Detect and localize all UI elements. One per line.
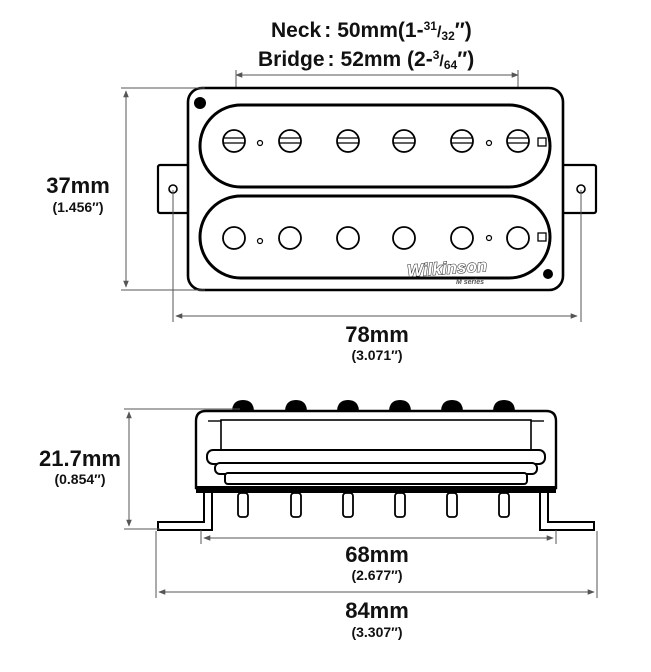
slotted-screws — [222, 129, 530, 153]
side-pole-leg-4 — [394, 492, 406, 518]
corner-dot-br — [543, 269, 553, 279]
side-cover-inner — [220, 419, 532, 451]
side-screw-head-5 — [441, 400, 463, 412]
bridge-sub: 64 — [444, 58, 458, 72]
bridge-sep: : — [328, 48, 335, 71]
neck-sep: : — [324, 19, 331, 42]
neck-value: 50mm(1- — [337, 19, 423, 42]
bridge-spacing-text: Bridge:52mm (2-3/64″) — [258, 48, 474, 72]
side-pole-leg-5 — [446, 492, 458, 518]
side-view — [157, 400, 595, 531]
neck-dot-right — [485, 139, 493, 147]
slug-pole-1 — [222, 226, 246, 250]
left-mount-foot — [157, 493, 213, 531]
bridge-dot-left — [256, 237, 264, 245]
bridge-close: ″) — [457, 48, 474, 71]
slug-pole-6 — [506, 226, 530, 250]
total-width-mm-label: 84mm — [345, 598, 409, 623]
slotted-screw-1 — [222, 129, 246, 153]
side-height-in-label: (0.854″) — [54, 471, 105, 487]
bridge-dot-right — [485, 234, 493, 242]
side-screw-heads — [232, 400, 515, 412]
side-pole-leg-3 — [342, 492, 354, 518]
neck-label: Neck — [271, 19, 322, 42]
side-magnet — [224, 472, 528, 485]
slug-pole-4 — [392, 226, 416, 250]
slug-pole-5 — [450, 226, 474, 250]
base-width-in-label: (2.677″) — [351, 567, 402, 583]
slotted-screw-4 — [392, 129, 416, 153]
side-pole-leg-2 — [290, 492, 302, 518]
total-width-in-label: (3.307″) — [351, 624, 402, 640]
bridge-slash: / — [439, 53, 444, 70]
bridge-sup: 3 — [433, 48, 440, 62]
side-screw-head-4 — [389, 400, 411, 412]
slug-pole-2 — [278, 226, 302, 250]
bridge-square-marker — [537, 232, 547, 242]
top-width-in-label: (3.071″) — [351, 347, 402, 363]
slug-poles — [222, 226, 530, 250]
slug-pole-3 — [336, 226, 360, 250]
side-bobbin-upper — [206, 449, 546, 465]
side-baseplate — [196, 486, 556, 493]
brand-series-text: M series — [456, 279, 484, 286]
neck-square-marker — [537, 137, 547, 147]
slotted-screw-2 — [278, 129, 302, 153]
bridge-bobbin — [198, 194, 552, 280]
neck-close: ″) — [455, 19, 472, 42]
brand-logo-text: Wilkinson — [406, 256, 487, 281]
side-screw-head-2 — [285, 400, 307, 412]
side-pole-leg-1 — [237, 492, 249, 518]
neck-spacing-text: Neck:50mm(1-31/32″) — [271, 19, 472, 43]
neck-bobbin — [198, 103, 552, 189]
neck-sup: 31 — [424, 19, 438, 33]
height-mm-label: 37mm — [46, 173, 110, 198]
neck-dot-left — [256, 139, 264, 147]
side-pole-legs — [237, 492, 510, 518]
side-screw-head-6 — [493, 400, 515, 412]
height-in-label: (1.456″) — [52, 199, 103, 215]
slotted-screw-6 — [506, 129, 530, 153]
bridge-value: 52mm (2- — [341, 48, 433, 71]
top-view: Wilkinson M series — [156, 86, 598, 292]
bridge-label: Bridge — [258, 48, 325, 71]
side-screw-head-3 — [337, 400, 359, 412]
base-width-mm-label: 68mm — [345, 542, 409, 567]
side-height-mm-label: 21.7mm — [39, 446, 121, 471]
slotted-screw-5 — [450, 129, 474, 153]
top-width-mm-label: 78mm — [345, 322, 409, 347]
neck-sub: 32 — [441, 29, 455, 43]
side-pole-leg-6 — [498, 492, 510, 518]
slotted-screw-3 — [336, 129, 360, 153]
neck-slash: / — [437, 24, 442, 41]
corner-dot-tl — [194, 97, 206, 109]
right-mount-foot — [539, 493, 595, 531]
